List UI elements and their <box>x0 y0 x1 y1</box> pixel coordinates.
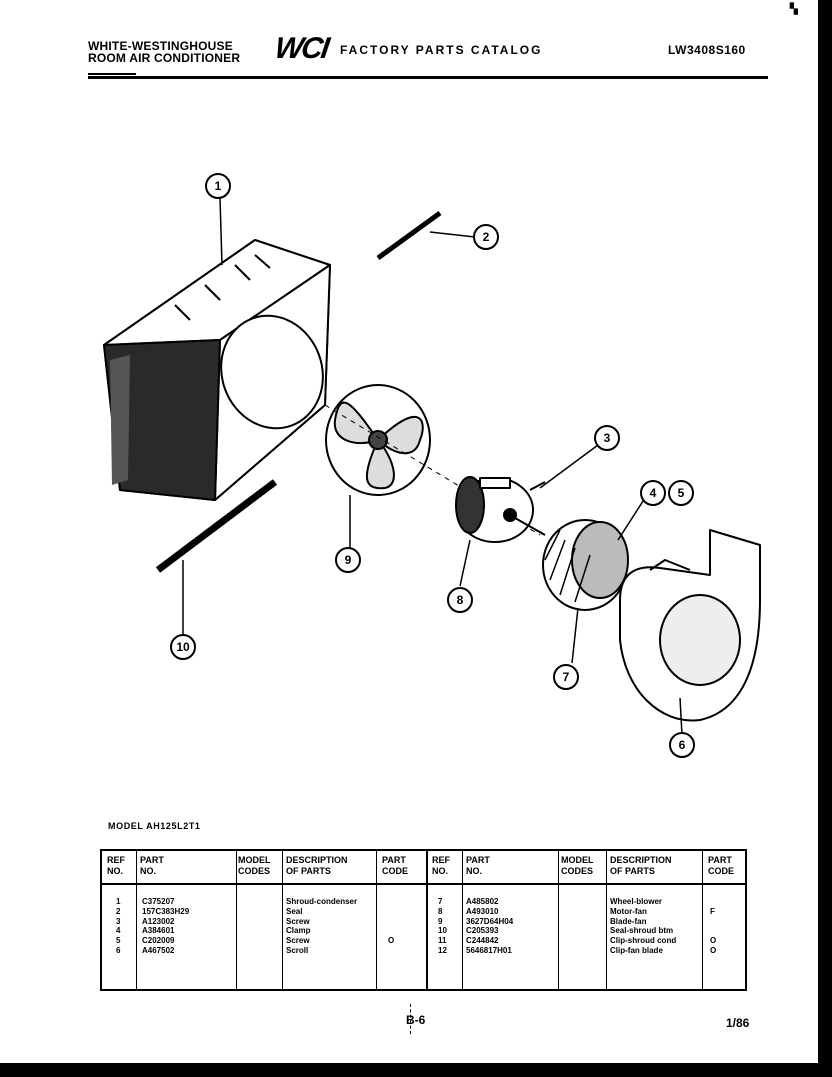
svg-text:9: 9 <box>345 553 352 567</box>
callout-7: 7 <box>553 664 579 690</box>
revision-date: 1/86 <box>726 1016 750 1030</box>
exploded-parts-diagram: 1 2 3 4 5 6 7 8 9 10 <box>103 173 761 758</box>
svg-text:3: 3 <box>604 431 611 445</box>
callout-9: 9 <box>335 547 361 573</box>
page-frame-right <box>818 0 832 1077</box>
svg-text:6: 6 <box>679 738 686 752</box>
svg-text:4: 4 <box>650 486 657 500</box>
shroud-seal-part <box>155 479 278 573</box>
page-frame-bottom <box>0 1063 832 1077</box>
screw-part <box>529 481 546 491</box>
callout-2: 2 <box>473 224 499 250</box>
svg-text:10: 10 <box>176 640 190 654</box>
svg-text:5: 5 <box>678 486 685 500</box>
col-divider <box>606 851 703 989</box>
brand-line-1: WHITE-WESTINGHOUSE <box>88 39 233 53</box>
callout-3: 3 <box>594 425 620 451</box>
col-divider <box>428 851 463 989</box>
col-divider <box>558 851 607 989</box>
page-number: B-6 <box>406 1013 426 1027</box>
brand-block: WHITE-WESTINGHOUSE ROOM AIR CONDITIONER <box>88 40 240 64</box>
svg-text:7: 7 <box>563 670 570 684</box>
col-divider <box>236 851 283 989</box>
col-divider <box>376 851 428 989</box>
col-divider <box>136 851 237 989</box>
col-divider <box>282 851 377 989</box>
code-column-left: O <box>388 936 395 946</box>
header-rule <box>88 76 768 79</box>
footer-separator <box>410 1004 412 1034</box>
callout-4: 4 <box>640 480 666 506</box>
scroll-part <box>619 529 761 722</box>
condenser-shroud-part <box>103 239 331 501</box>
header-rule-accent <box>88 73 136 75</box>
brand-line-2: ROOM AIR CONDITIONER <box>88 51 241 65</box>
seal-strip-part <box>376 210 442 261</box>
model-label: MODEL AH125L2T1 <box>108 821 201 831</box>
callout-5: 5 <box>668 480 694 506</box>
motor-part <box>455 476 546 543</box>
svg-text:8: 8 <box>457 593 464 607</box>
corner-mark: ▚ <box>790 4 798 15</box>
callout-10: 10 <box>170 634 196 660</box>
header-divider <box>102 883 745 885</box>
col-divider <box>102 851 137 989</box>
catalog-title: FACTORY PARTS CATALOG <box>340 43 543 57</box>
svg-text:2: 2 <box>483 230 490 244</box>
col-divider <box>462 851 559 989</box>
callout-6: 6 <box>669 732 695 758</box>
callout-1: 1 <box>205 173 231 199</box>
fan-blade-part <box>325 384 431 496</box>
catalog-code: LW3408S160 <box>668 43 746 57</box>
callout-8: 8 <box>447 587 473 613</box>
blower-wheel-part <box>542 519 629 611</box>
svg-text:1: 1 <box>215 179 222 193</box>
